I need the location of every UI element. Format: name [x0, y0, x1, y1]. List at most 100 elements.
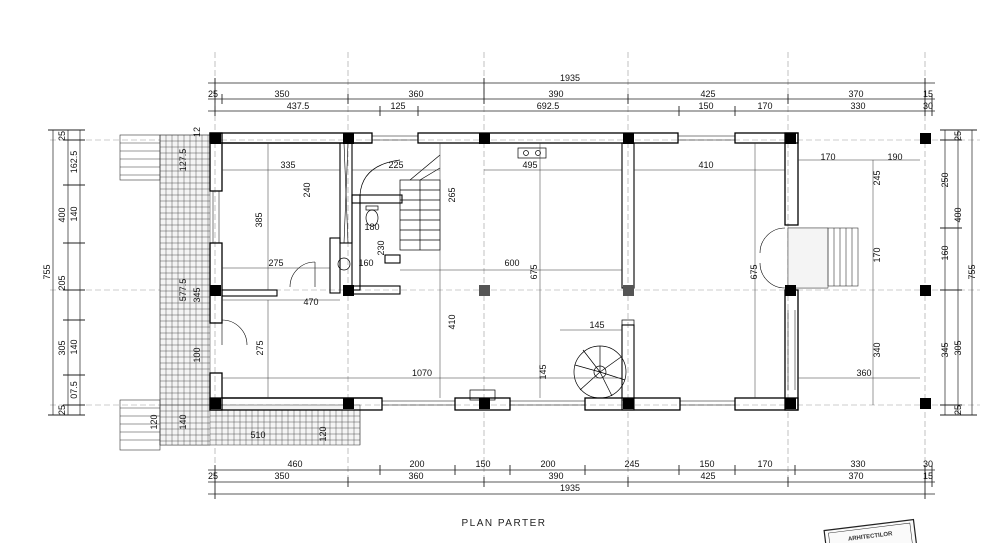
left-stairs-top — [119, 134, 161, 181]
dim-interior: 495 — [522, 160, 537, 170]
dimension-ticks — [48, 78, 977, 499]
dim-top: 425 — [700, 89, 715, 99]
exterior-walls — [209, 132, 799, 411]
left-terrace-tiles — [159, 134, 361, 446]
bottom-dimensions: 460 200 150 200 245 150 170 330 30 25 35… — [208, 459, 933, 493]
pillars — [210, 133, 931, 409]
dim-bottom: 460 — [287, 459, 302, 469]
dim-top: 360 — [408, 89, 423, 99]
dim-left: 305 — [57, 340, 67, 355]
dim-right: 25 — [953, 405, 963, 415]
stamp-text: ARHITECTILOR — [848, 531, 894, 542]
dim-top: 692.5 — [537, 101, 560, 111]
dim-left: 25 — [57, 131, 67, 141]
dim-right: 305 — [953, 340, 963, 355]
dim-bottom: 15 — [923, 471, 933, 481]
dim-interior: 170 — [872, 247, 882, 262]
dim-right: 400 — [953, 207, 963, 222]
dim-bottom: 150 — [699, 459, 714, 469]
plan-title: PLAN PARTER — [461, 518, 546, 529]
dim-interior: 675 — [529, 264, 539, 279]
dim-left: 25 — [57, 405, 67, 415]
spiral-staircase — [573, 319, 635, 401]
dim-interior: 170 — [820, 152, 835, 162]
dim-interior: 275 — [268, 258, 283, 268]
dim-bottom: 170 — [757, 459, 772, 469]
dim-bottom: 245 — [624, 459, 639, 469]
dim-top-total: 1935 — [560, 73, 580, 83]
dim-interior: 160 — [358, 258, 373, 268]
top-dimensions: 1935 25 350 360 390 425 370 15 437.5 125… — [208, 73, 933, 111]
dim-bottom: 200 — [409, 459, 424, 469]
dim-left: 205 — [57, 275, 67, 290]
fixtures — [337, 147, 547, 401]
tile-grid — [159, 134, 828, 445]
dim-right: 160 — [940, 245, 950, 260]
dim-interior: 145 — [538, 364, 548, 379]
dim-bottom: 360 — [408, 471, 423, 481]
dim-interior: 190 — [887, 152, 902, 162]
dimension-lines — [52, 82, 973, 495]
dim-right: 250 — [940, 172, 950, 187]
dim-right: 345 — [940, 342, 950, 357]
dim-interior: 140 — [178, 414, 188, 429]
dim-left: 140 — [69, 339, 79, 354]
dim-interior: 410 — [447, 314, 457, 329]
dim-interior: 510 — [250, 430, 265, 440]
dim-interior: 675 — [749, 264, 759, 279]
left-dimensions: 755 400 205 305 25 162.5 140 140 07.5 25 — [42, 131, 79, 415]
dim-interior: 145 — [589, 320, 604, 330]
right-entrance-tiles — [787, 227, 829, 289]
dim-bottom: 350 — [274, 471, 289, 481]
dim-interior: 335 — [280, 160, 295, 170]
dim-top: 150 — [698, 101, 713, 111]
dim-bottom: 25 — [208, 471, 218, 481]
dim-bottom: 150 — [475, 459, 490, 469]
dim-interior: 120 — [149, 414, 159, 429]
dim-bottom: 370 — [848, 471, 863, 481]
dim-interior: 265 — [447, 187, 457, 202]
dim-right: 25 — [953, 131, 963, 141]
dim-bottom: 200 — [540, 459, 555, 469]
doors — [221, 227, 786, 346]
dim-interior: 245 — [872, 170, 882, 185]
dim-interior: 225 — [388, 160, 403, 170]
dim-top: 15 — [923, 89, 933, 99]
dim-bottom: 330 — [850, 459, 865, 469]
dim-interior: 410 — [698, 160, 713, 170]
dim-bottom: 30 — [923, 459, 933, 469]
dim-interior: 240 — [302, 182, 312, 197]
dim-interior: 340 — [872, 342, 882, 357]
dim-bottom-total: 1935 — [560, 483, 580, 493]
dim-interior: 360 — [856, 368, 871, 378]
left-stairs-bottom — [119, 399, 161, 451]
dim-left: 140 — [69, 206, 79, 221]
windows — [212, 135, 796, 406]
dim-right-total: 755 — [967, 264, 977, 279]
dim-top: 330 — [850, 101, 865, 111]
dim-interior: 345 — [192, 287, 202, 302]
interior-dim-lines — [222, 143, 920, 405]
architect-stamp: ARHITECTILOR — [823, 518, 918, 543]
dim-bottom: 425 — [700, 471, 715, 481]
dim-left: 07.5 — [69, 381, 79, 399]
right-dimensions: 755 400 305 250 160 345 25 25 — [940, 131, 977, 415]
dim-top: 370 — [848, 89, 863, 99]
dim-interior: 275 — [255, 340, 265, 355]
dim-top: 437.5 — [287, 101, 310, 111]
dim-top: 390 — [548, 89, 563, 99]
dim-left-total: 755 — [42, 264, 52, 279]
dim-interior: 12 — [192, 127, 202, 137]
dim-interior: 100 — [192, 347, 202, 362]
dim-top: 170 — [757, 101, 772, 111]
interior-dimensions: 335 225 495 410 170 190 245 240 265 385 … — [149, 127, 903, 442]
dim-left: 162.5 — [69, 151, 79, 174]
dim-interior: 230 — [376, 240, 386, 255]
dim-interior: 127.5 — [178, 149, 188, 172]
dim-interior: 1070 — [412, 368, 432, 378]
dim-interior: 120 — [318, 426, 328, 441]
dim-top: 30 — [923, 101, 933, 111]
dim-top: 350 — [274, 89, 289, 99]
right-stairs — [827, 227, 859, 287]
